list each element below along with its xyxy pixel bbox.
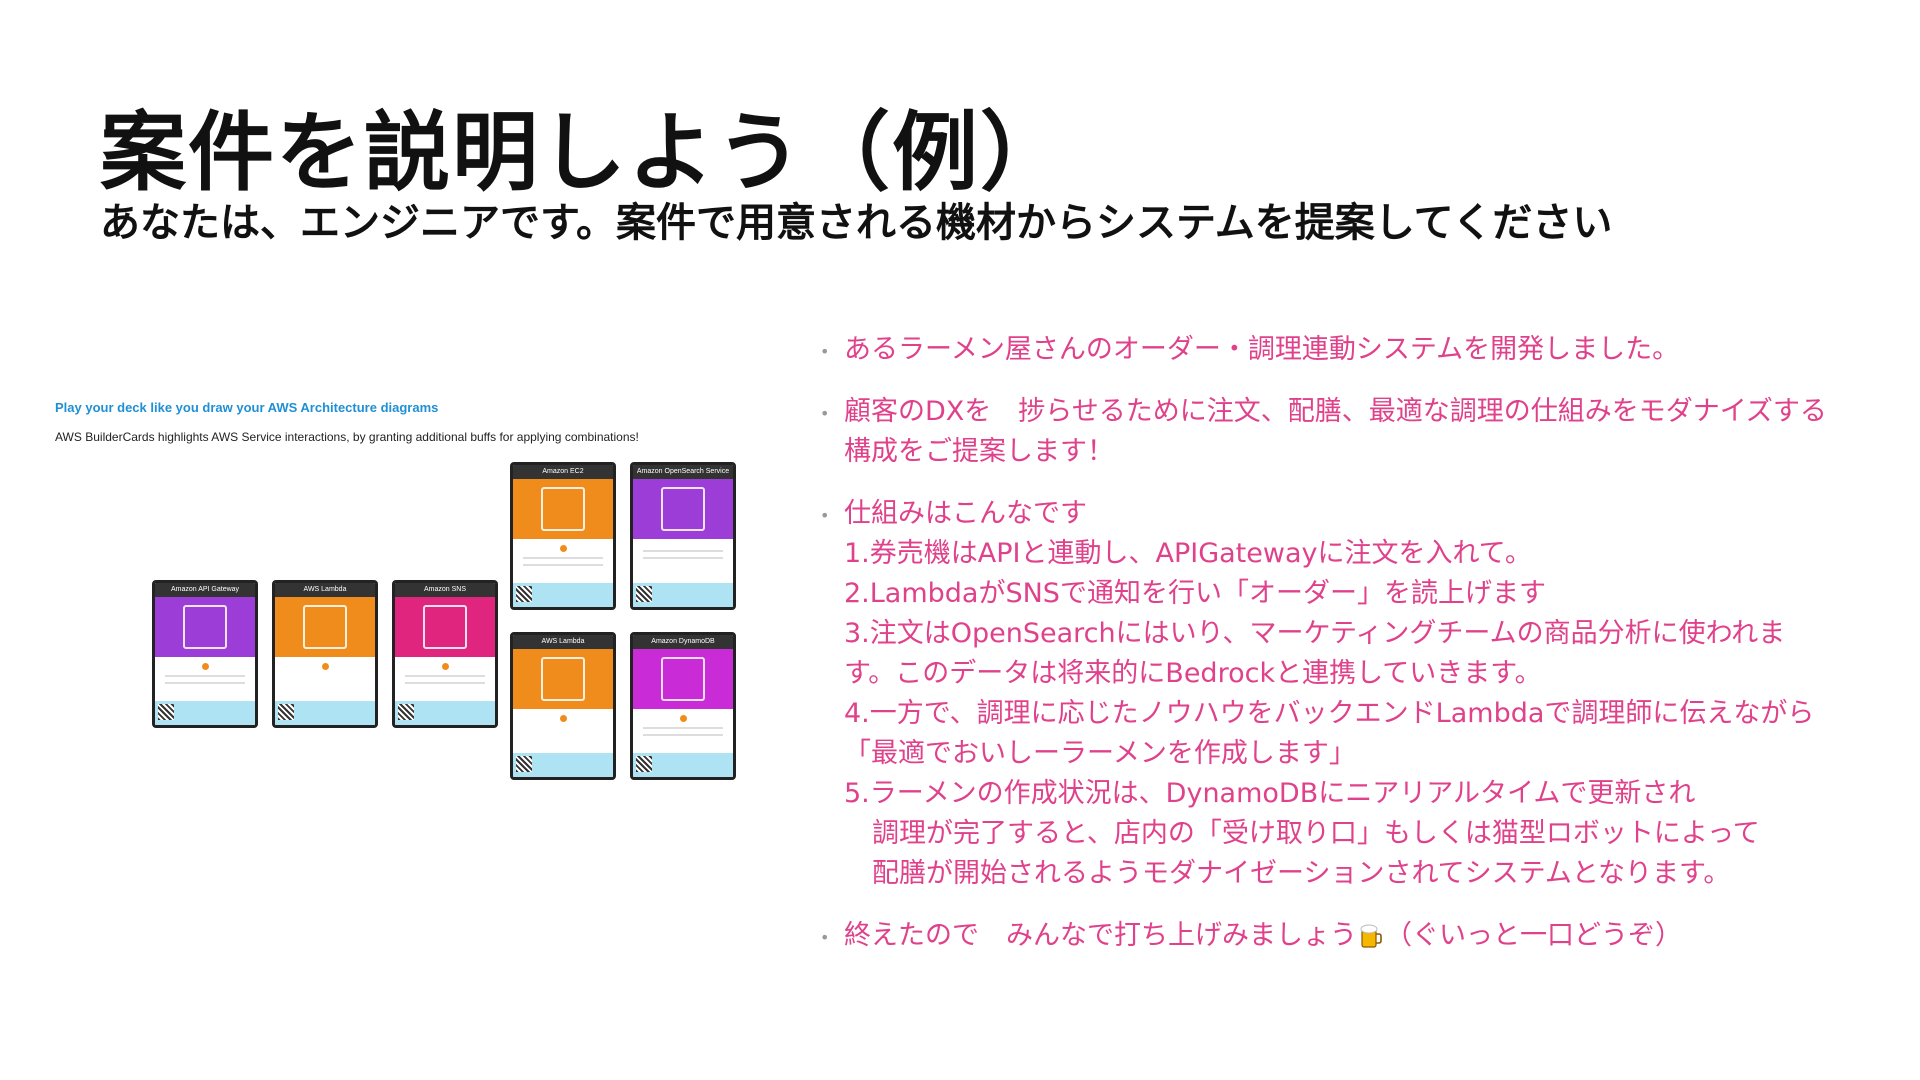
dynamodb-icon (633, 649, 733, 709)
qr-code-icon (636, 756, 652, 772)
card-dynamodb: Amazon DynamoDB (630, 632, 736, 780)
beer-mug-icon (1360, 924, 1382, 948)
slide-subtitle: あなたは、エンジニアです。案件で用意される機材からシステムを提案してください (100, 200, 1613, 246)
card-title: Amazon OpenSearch Service (633, 465, 733, 479)
api-gateway-icon (155, 597, 255, 657)
card-title: AWS Lambda (275, 583, 375, 597)
step-2: 2.LambdaがSNSで通知を行い「オーダー」を読上げます (844, 578, 1546, 609)
step-4-cont: 「最適でおいしーラーメンを作成します」 (844, 738, 1356, 769)
step-1: 1.券売機はAPIと連動し、APIGatewayに注文を入れて。 (844, 538, 1532, 569)
bullet-text: 顧客のDXを 捗らせるために注文、配膳、最適な調理の仕組みをモダナイズする (844, 396, 1827, 427)
card-sns: Amazon SNS (392, 580, 498, 728)
card-api-gateway: Amazon API Gateway (152, 580, 258, 728)
card-ec2: Amazon EC2 (510, 462, 616, 610)
card-title: Amazon SNS (395, 583, 495, 597)
step-5-cont: 調理が完了すると、店内の「受け取り口」もしくは猫型ロボットによって (872, 818, 1760, 849)
qr-code-icon (516, 586, 532, 602)
qr-code-icon (158, 704, 174, 720)
card-opensearch: Amazon OpenSearch Service (630, 462, 736, 610)
bullet-text: （ぐいっと一口どうぞ） (1385, 920, 1682, 951)
card-lambda-2: AWS Lambda (510, 632, 616, 780)
opensearch-icon (633, 479, 733, 539)
bullet-text: 終えたので みんなで打ち上げみましょう (844, 920, 1357, 951)
bullet-text: あるラーメン屋さんのオーダー・調理連動システムを開発しました。 (844, 334, 1680, 365)
bullet-text: 構成をご提案します！ (844, 436, 1114, 467)
bullet-item: あるラーメン屋さんのオーダー・調理連動システムを開発しました。 (820, 330, 1910, 372)
bullet-item: 終えたので みんなで打ち上げみましょう （ぐいっと一口どうぞ） (820, 916, 1910, 958)
bullet-item: 仕組みはこんなです 1.券売機はAPIと連動し、APIGatewayに注文を入れ… (820, 494, 1910, 894)
figure-heading: Play your deck like you draw your AWS Ar… (55, 400, 439, 415)
card-title: AWS Lambda (513, 635, 613, 649)
buildercards-figure: Play your deck like you draw your AWS Ar… (55, 400, 745, 790)
sns-icon (395, 597, 495, 657)
step-3: 3.注文はOpenSearchにはいり、マーケティングチームの商品分析に使われま (844, 618, 1786, 649)
lambda-icon (275, 597, 375, 657)
figure-subheading: AWS BuilderCards highlights AWS Service … (55, 430, 639, 444)
qr-code-icon (516, 756, 532, 772)
card-title: Amazon API Gateway (155, 583, 255, 597)
bullet-text: 仕組みはこんなです (844, 498, 1087, 529)
slide-title: 案件を説明しよう（例） (100, 103, 1068, 203)
bullet-list: あるラーメン屋さんのオーダー・調理連動システムを開発しました。 顧客のDXを 捗… (820, 330, 1910, 978)
card-title: Amazon DynamoDB (633, 635, 733, 649)
step-3-cont: す。このデータは将来的にBedrockと連携していきます。 (844, 658, 1542, 689)
step-5-cont: 配膳が開始されるようモダナイゼーションされてシステムとなります。 (872, 858, 1731, 889)
ec2-icon (513, 479, 613, 539)
step-4: 4.一方で、調理に応じたノウハウをバックエンドLambdaで調理師に伝えながら (844, 698, 1815, 729)
qr-code-icon (398, 704, 414, 720)
card-title: Amazon EC2 (513, 465, 613, 479)
card-lambda: AWS Lambda (272, 580, 378, 728)
qr-code-icon (636, 586, 652, 602)
bullet-item: 顧客のDXを 捗らせるために注文、配膳、最適な調理の仕組みをモダナイズする 構成… (820, 392, 1910, 472)
qr-code-icon (278, 704, 294, 720)
lambda-icon (513, 649, 613, 709)
step-5: 5.ラーメンの作成状況は、DynamoDBにニアリアルタイムで更新され (844, 778, 1696, 809)
